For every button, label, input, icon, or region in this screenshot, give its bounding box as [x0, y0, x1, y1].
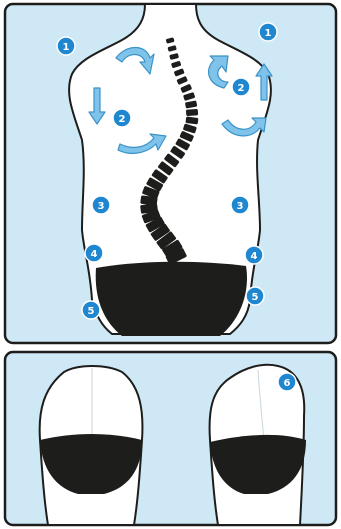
svg-text:3: 3	[98, 201, 105, 212]
marker-1-right: 1	[259, 23, 277, 41]
marker-3-right: 3	[231, 196, 249, 214]
svg-text:2: 2	[119, 114, 126, 125]
marker-6: 6	[278, 373, 296, 391]
marker-3-left: 3	[92, 196, 110, 214]
svg-text:4: 4	[91, 249, 98, 260]
marker-5-left: 5	[82, 301, 100, 319]
marker-1-left: 1	[57, 37, 75, 55]
underwear	[96, 262, 247, 336]
svg-text:4: 4	[251, 251, 258, 262]
svg-text:6: 6	[284, 378, 291, 389]
svg-text:5: 5	[88, 306, 95, 317]
marker-2-left: 2	[113, 109, 131, 127]
vertebra-icon	[186, 109, 198, 116]
marker-4-left: 4	[85, 244, 103, 262]
svg-text:2: 2	[238, 83, 245, 94]
marker-4-right: 4	[245, 246, 263, 264]
marker-2-right: 2	[232, 78, 250, 96]
svg-text:3: 3	[237, 201, 244, 212]
svg-text:5: 5	[252, 292, 259, 303]
svg-text:1: 1	[63, 42, 70, 53]
svg-text:1: 1	[265, 28, 272, 39]
marker-5-right: 5	[246, 287, 264, 305]
